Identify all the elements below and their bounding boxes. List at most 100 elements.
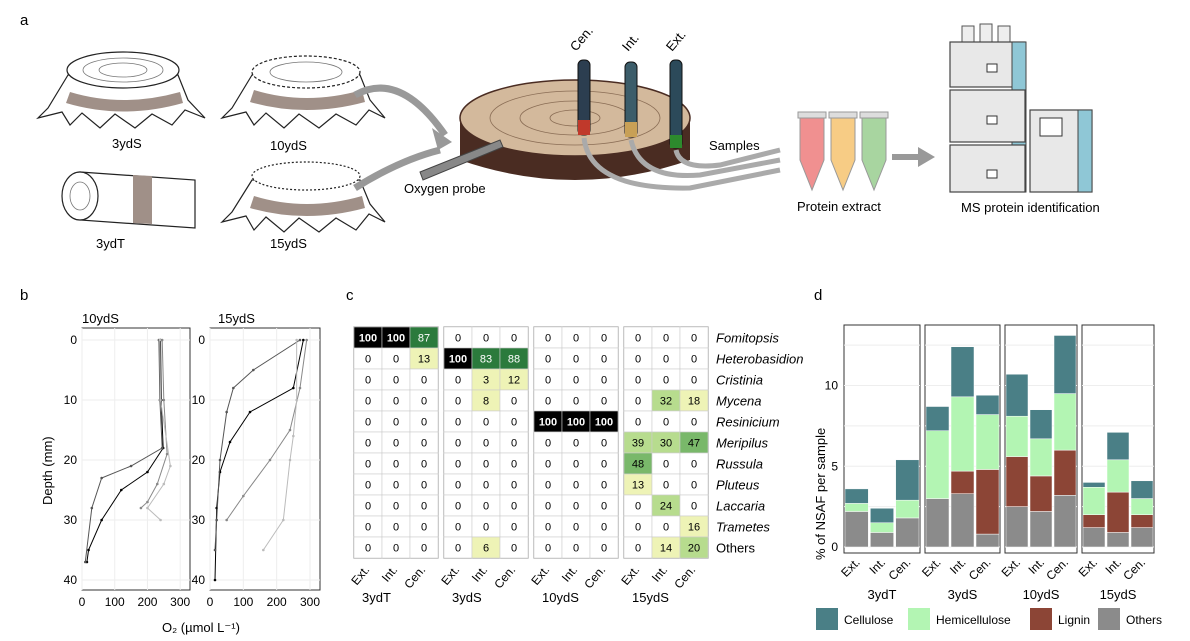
bar-category-label: Ext. xyxy=(999,555,1024,580)
heatmap-cell-value: 0 xyxy=(455,501,461,513)
heatmap-cell-value: 0 xyxy=(635,354,641,366)
core-label-ext: Ext. xyxy=(663,27,689,54)
stacked-bar-segment xyxy=(844,488,869,504)
heatmap-cell xyxy=(589,536,619,559)
heatmap-cell-value: 0 xyxy=(393,417,399,429)
o2-profile-point xyxy=(298,338,302,342)
heatmap-row-label: Meripilus xyxy=(716,436,769,451)
bar-category-label: Cen. xyxy=(966,555,994,583)
heatmap-cell-value: 0 xyxy=(455,522,461,534)
bar-category-label: Cen. xyxy=(1043,555,1071,583)
stacked-bar-segment xyxy=(975,469,1000,535)
sample-flow-ext xyxy=(673,147,781,169)
heatmap-cell-value: 0 xyxy=(393,480,399,492)
o2-profile-point xyxy=(213,548,217,552)
o2-profile-point xyxy=(159,398,162,402)
heatmap-column-label: Ext. xyxy=(528,563,552,588)
stump-label-10yds: 10ydS xyxy=(270,138,307,153)
heatmap-cell-value: 0 xyxy=(393,459,399,471)
sample-flow-cen xyxy=(581,137,781,191)
o2-profile-point xyxy=(100,476,103,480)
heatmap-cell-value: 0 xyxy=(691,375,697,387)
heatmap-cell-value: 83 xyxy=(480,354,492,366)
x-tick-label: 100 xyxy=(105,595,125,609)
o2-profile-point xyxy=(129,464,133,468)
heatmap-cell-value: 0 xyxy=(635,375,641,387)
y-tick-label: 20 xyxy=(192,453,206,467)
heatmap-cell-value: 0 xyxy=(421,375,427,387)
panel-a-letter: a xyxy=(20,12,29,29)
heatmap-cell-value: 0 xyxy=(511,543,517,555)
heatmap-cell-value: 0 xyxy=(573,354,579,366)
heatmap-cell-value: 0 xyxy=(573,543,579,555)
heatmap-cell-value: 100 xyxy=(539,417,557,429)
heatmap-cell-value: 0 xyxy=(545,543,551,555)
mass-spectrometer-icon xyxy=(949,23,1093,193)
heatmap-cell-value: 0 xyxy=(691,480,697,492)
stacked-bar-segment xyxy=(1106,491,1130,533)
legend-label: Hemicellulose xyxy=(936,613,1011,627)
heatmap-group-label: 15ydS xyxy=(632,590,669,605)
heatmap-cell-value: 0 xyxy=(573,396,579,408)
o2-profile-point xyxy=(305,338,308,342)
heatmap-row-label: Fomitopsis xyxy=(716,331,779,346)
heatmap-cell-value: 0 xyxy=(365,375,371,387)
o2-profile-point xyxy=(282,518,285,522)
heatmap-cell-value: 16 xyxy=(688,522,700,534)
o2-profile-point xyxy=(155,482,159,486)
o2-profile-line xyxy=(146,339,171,521)
ms-identification-label: MS protein identification xyxy=(961,200,1100,215)
heatmap-cell-value: 13 xyxy=(418,354,430,366)
heatmap-cell-value: 0 xyxy=(601,396,607,408)
stacked-bar-segment xyxy=(1106,532,1130,548)
heatmap-cell-value: 0 xyxy=(393,501,399,513)
o2-profile-point xyxy=(159,518,162,522)
y-tick-label: 10 xyxy=(825,379,839,393)
legend-label: Others xyxy=(1126,613,1162,627)
o2-profile-point xyxy=(242,494,245,498)
stacked-bar-segment xyxy=(975,533,1000,548)
heatmap-cell-value: 0 xyxy=(663,333,669,345)
heatmap-cell-value: 0 xyxy=(545,375,551,387)
heatmap-column-label: Ext. xyxy=(618,563,642,588)
o2-profile-point xyxy=(139,506,143,510)
stacked-bar-segment xyxy=(1029,409,1053,440)
stacked-bar-segment xyxy=(975,394,1000,415)
heatmap-cell-value: 0 xyxy=(573,480,579,492)
heatmap-cell-value: 0 xyxy=(601,354,607,366)
heatmap-cell-value: 30 xyxy=(660,438,672,450)
depth-axis-label: Depth (mm) xyxy=(40,436,55,505)
log-3ydt-illustration xyxy=(61,171,196,229)
sample-flow-int xyxy=(628,139,781,179)
x-tick-label: 200 xyxy=(137,595,157,609)
o2-profile-point xyxy=(295,338,298,342)
bar-category-label: Ext. xyxy=(838,555,863,580)
stump-10yds-illustration xyxy=(220,55,386,129)
o2-profile-point xyxy=(248,410,252,414)
heatmap-cell-value: 0 xyxy=(455,543,461,555)
o2-profile-point xyxy=(83,560,87,564)
o2-profile-point xyxy=(160,446,164,450)
o2-profile-point xyxy=(225,518,228,522)
core-label-cen: Cen. xyxy=(567,23,596,54)
heatmap-cell-value: 0 xyxy=(545,354,551,366)
core-tube-int-icon xyxy=(624,61,638,138)
heatmap-cell-value: 100 xyxy=(567,417,585,429)
arrow-head-icon xyxy=(432,128,452,150)
heatmap-cell-value: 0 xyxy=(573,522,579,534)
heatmap-row-label: Russula xyxy=(716,457,763,472)
panel-c-letter: c xyxy=(346,287,354,304)
heatmap-column-label: Cen. xyxy=(671,563,698,591)
o2-plot-frame xyxy=(81,327,191,591)
o2-profile-point xyxy=(146,506,149,510)
heatmap-cell-value: 0 xyxy=(573,375,579,387)
heatmap-cell-value: 0 xyxy=(365,480,371,492)
heatmap-cell-value: 0 xyxy=(365,459,371,471)
bar-category-label: Ext. xyxy=(919,555,944,580)
stacked-bar-segment xyxy=(844,511,869,548)
heatmap-row-label: Laccaria xyxy=(716,499,765,514)
o2-profile-point xyxy=(295,398,298,402)
stacked-bar-segment xyxy=(1053,495,1077,548)
y-tick-label: 0 xyxy=(70,333,77,347)
